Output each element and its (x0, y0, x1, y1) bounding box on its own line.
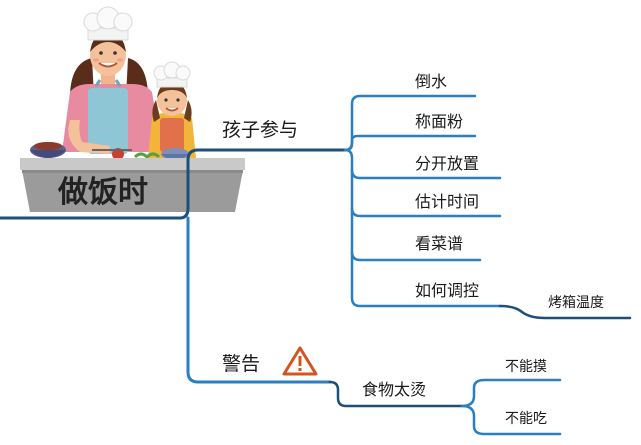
mother-figure (62, 6, 162, 154)
cookware (30, 142, 189, 160)
connector-lines (0, 94, 632, 436)
child-figure (148, 61, 196, 158)
central-topic: 做饭时 (58, 175, 148, 210)
branch-warning: 警告 (222, 353, 261, 375)
leaf-oven-temperature: 烤箱温度 (548, 295, 604, 311)
leaf-food-too-hot: 食物太烫 (362, 380, 427, 399)
leaf-read-recipe: 看菜谱 (415, 234, 464, 253)
warning-triangle-icon (282, 346, 318, 376)
warning-branch-line (186, 216, 332, 384)
leaf-pour-water: 倒水 (415, 72, 448, 91)
leaf-separate: 分开放置 (415, 154, 480, 173)
leaf-do-not-touch: 不能摸 (505, 359, 547, 375)
leaf-do-not-eat: 不能吃 (505, 411, 547, 427)
leaf-estimate-time: 估计时间 (415, 192, 480, 211)
branch-kids-participate: 孩子参与 (222, 119, 299, 141)
leaf-weigh-flour: 称面粉 (415, 112, 464, 131)
trunk-line (0, 148, 347, 220)
leaf-how-to-adjust: 如何调控 (415, 281, 480, 300)
